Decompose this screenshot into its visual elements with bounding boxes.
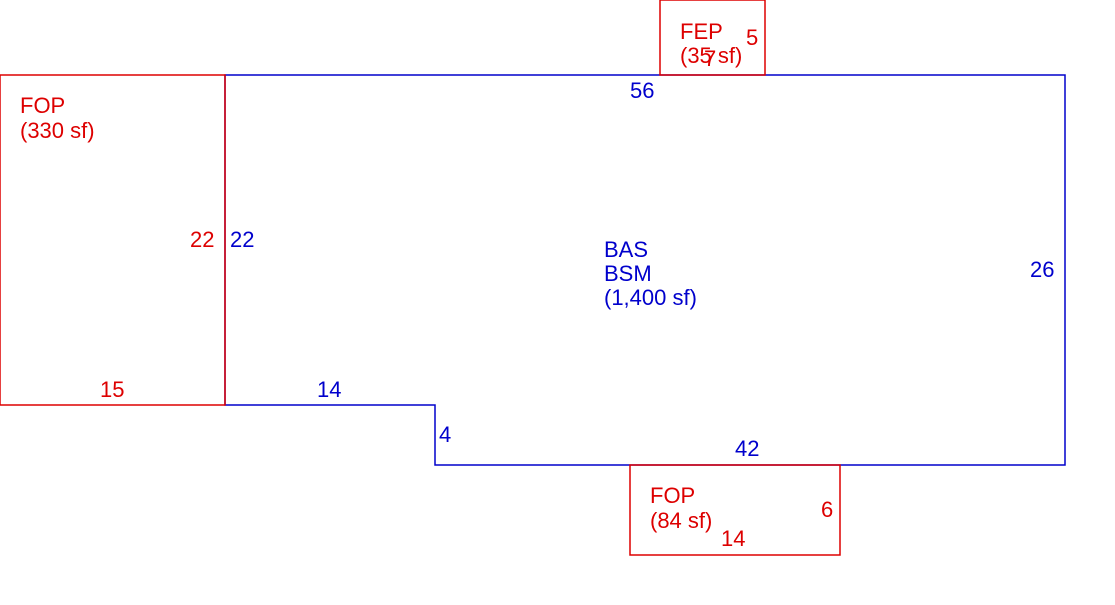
fop-bottom-code: FOP [650, 483, 695, 508]
fep-top-area: (35 sf) [680, 43, 742, 68]
dim-main-step-vertical: 4 [439, 422, 451, 447]
fep-top-code: FEP [680, 19, 723, 44]
dim-main-step-horizontal: 14 [317, 377, 341, 402]
dim-main-top: 56 [630, 78, 654, 103]
main-code-bas: BAS [604, 237, 648, 262]
fep-top-outline [659, 0, 766, 76]
dim-fop-bottom-bottom: 14 [721, 526, 745, 551]
dim-main-bottom: 42 [735, 436, 759, 461]
fop-left-outline [0, 74, 226, 406]
fop-bottom-area: (84 sf) [650, 508, 712, 533]
main-code-bsm: BSM [604, 261, 652, 286]
dim-main-right: 26 [1030, 257, 1054, 282]
dim-fop-left-bottom: 15 [100, 377, 124, 402]
fop-left-code: FOP [20, 93, 65, 118]
fop-left-area: (330 sf) [20, 118, 95, 143]
dim-fop-left-side: 22 [190, 227, 214, 252]
dim-fep-top-width: 5 [746, 25, 758, 50]
dim-fop-bottom-side: 6 [821, 497, 833, 522]
main-area: (1,400 sf) [604, 285, 697, 310]
fop-bottom-outline [629, 464, 841, 556]
dim-main-left: 22 [230, 227, 254, 252]
dim-fep-top-height: 7 [704, 46, 716, 71]
